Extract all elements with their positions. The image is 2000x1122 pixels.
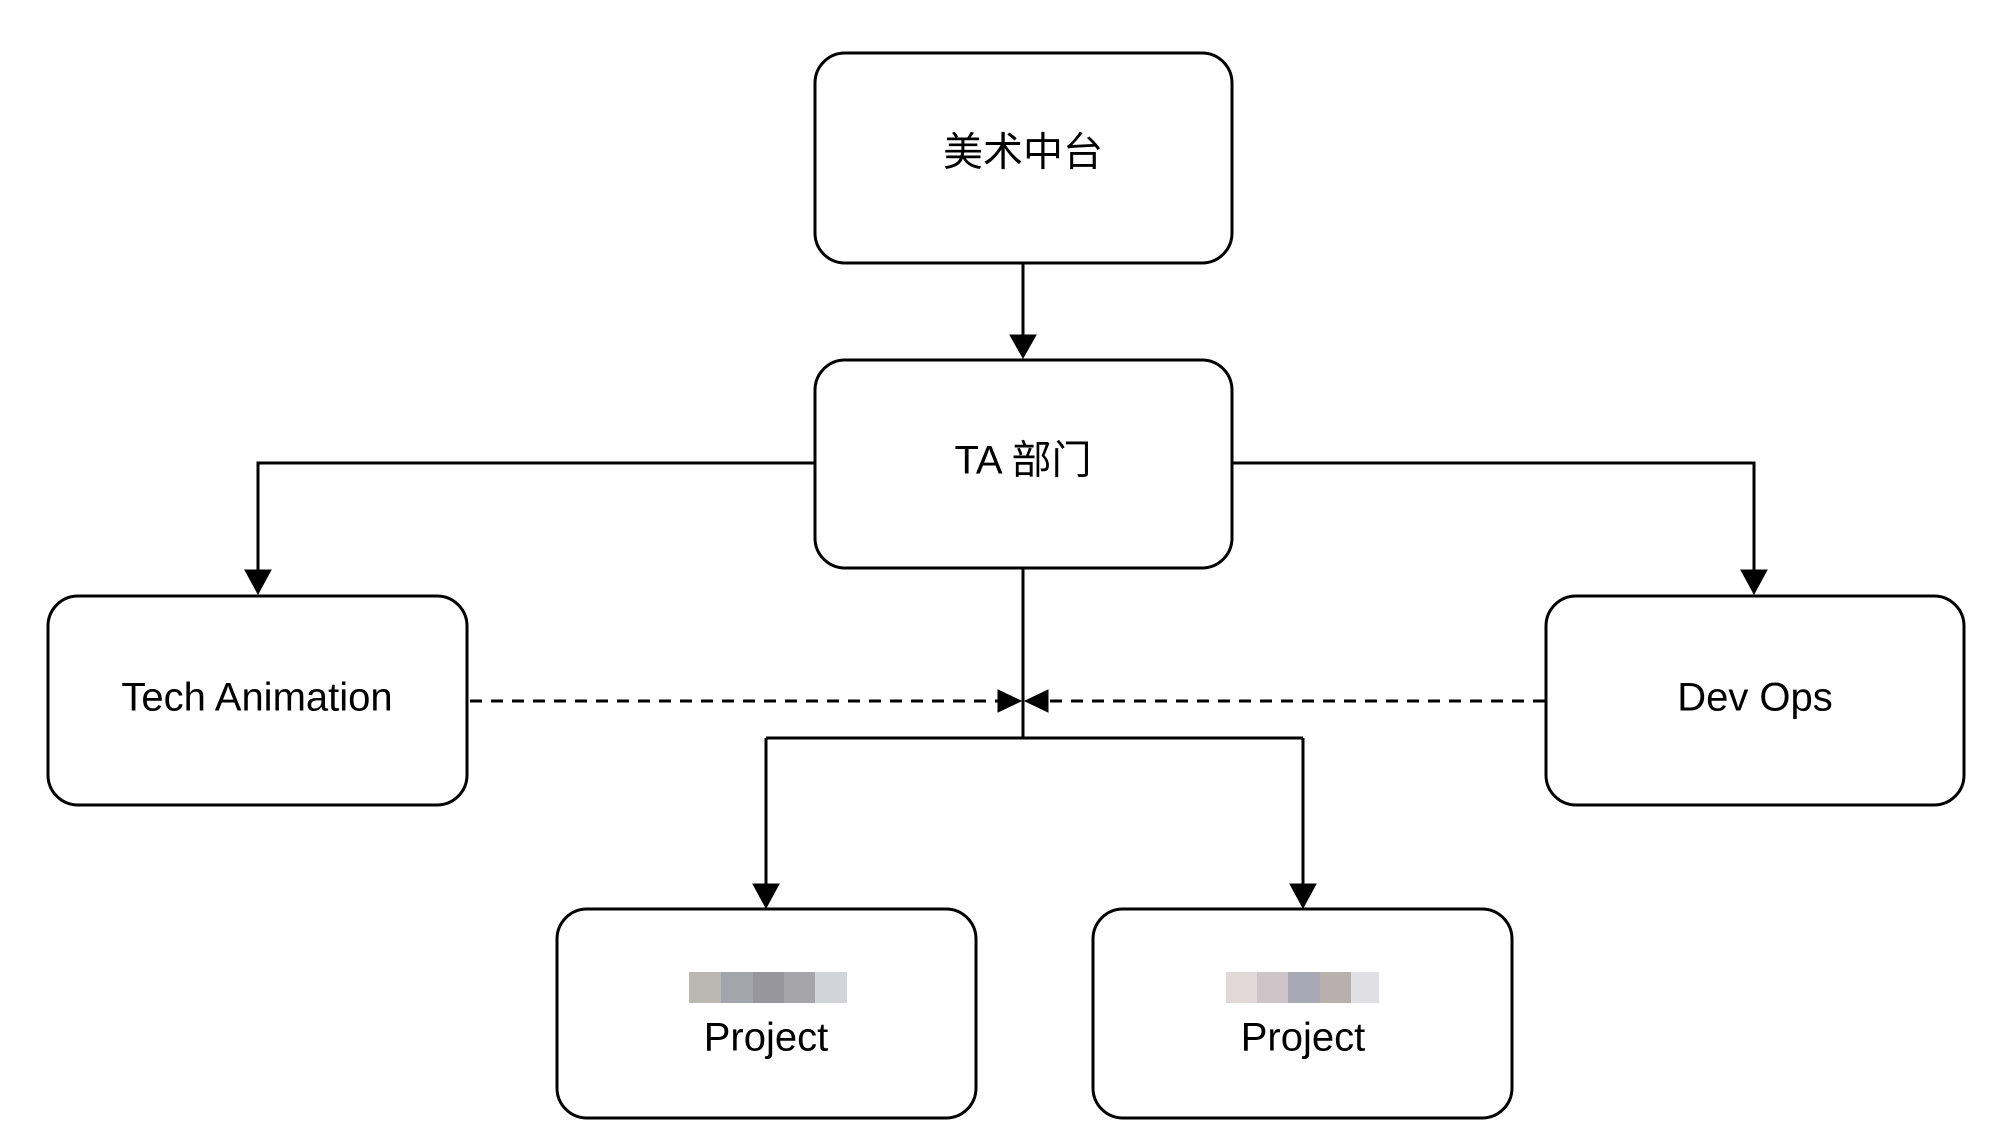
arrowhead-ta-dept bbox=[1009, 334, 1037, 360]
redacted-block bbox=[815, 972, 847, 1003]
node-label-project-2: Project bbox=[1241, 1016, 1366, 1060]
arrowhead-dev-ops bbox=[1740, 569, 1768, 596]
arrowhead-project-1 bbox=[752, 883, 780, 910]
redacted-block bbox=[1257, 972, 1288, 1003]
edge-ta-dept-to-tech-animation bbox=[256, 461, 815, 575]
redacted-block bbox=[721, 972, 753, 1003]
node-project-1[interactable]: Project bbox=[555, 907, 978, 1120]
redacted-block bbox=[784, 972, 815, 1003]
node-label-project-1: Project bbox=[704, 1016, 829, 1060]
redacted-project-name-2 bbox=[1226, 972, 1379, 1003]
node-box bbox=[813, 51, 1234, 265]
node-tech-animation[interactable]: Tech Animation bbox=[46, 594, 469, 807]
arrowhead-tech-animation bbox=[244, 569, 272, 596]
arrowhead-dashed-left bbox=[997, 689, 1023, 713]
node-box bbox=[1091, 907, 1514, 1120]
edge-ta-dept-to-dev-ops bbox=[1232, 461, 1756, 575]
node-box bbox=[555, 907, 978, 1120]
node-label-ta-dept: TA 部门 bbox=[954, 439, 1091, 483]
node-project-2[interactable]: Project bbox=[1091, 907, 1514, 1120]
node-art-center[interactable]: 美术中台 bbox=[813, 51, 1234, 265]
redacted-block bbox=[689, 972, 721, 1003]
redacted-block bbox=[1288, 972, 1320, 1003]
node-box bbox=[813, 358, 1234, 570]
node-label-art-center: 美术中台 bbox=[943, 131, 1103, 175]
arrowhead-dashed-right bbox=[1023, 689, 1049, 713]
redacted-block bbox=[753, 972, 784, 1003]
node-dev-ops[interactable]: Dev Ops bbox=[1544, 594, 1966, 807]
node-box bbox=[1544, 594, 1966, 807]
redacted-project-name-1 bbox=[689, 972, 847, 1003]
redacted-block bbox=[1320, 972, 1351, 1003]
redacted-block bbox=[1351, 972, 1379, 1003]
node-ta-dept[interactable]: TA 部门 bbox=[813, 358, 1234, 570]
node-label-dev-ops: Dev Ops bbox=[1677, 676, 1833, 720]
node-box bbox=[46, 594, 469, 807]
redacted-block bbox=[1226, 972, 1257, 1003]
node-label-tech-animation: Tech Animation bbox=[121, 676, 392, 720]
arrowhead-project-2 bbox=[1289, 883, 1317, 910]
